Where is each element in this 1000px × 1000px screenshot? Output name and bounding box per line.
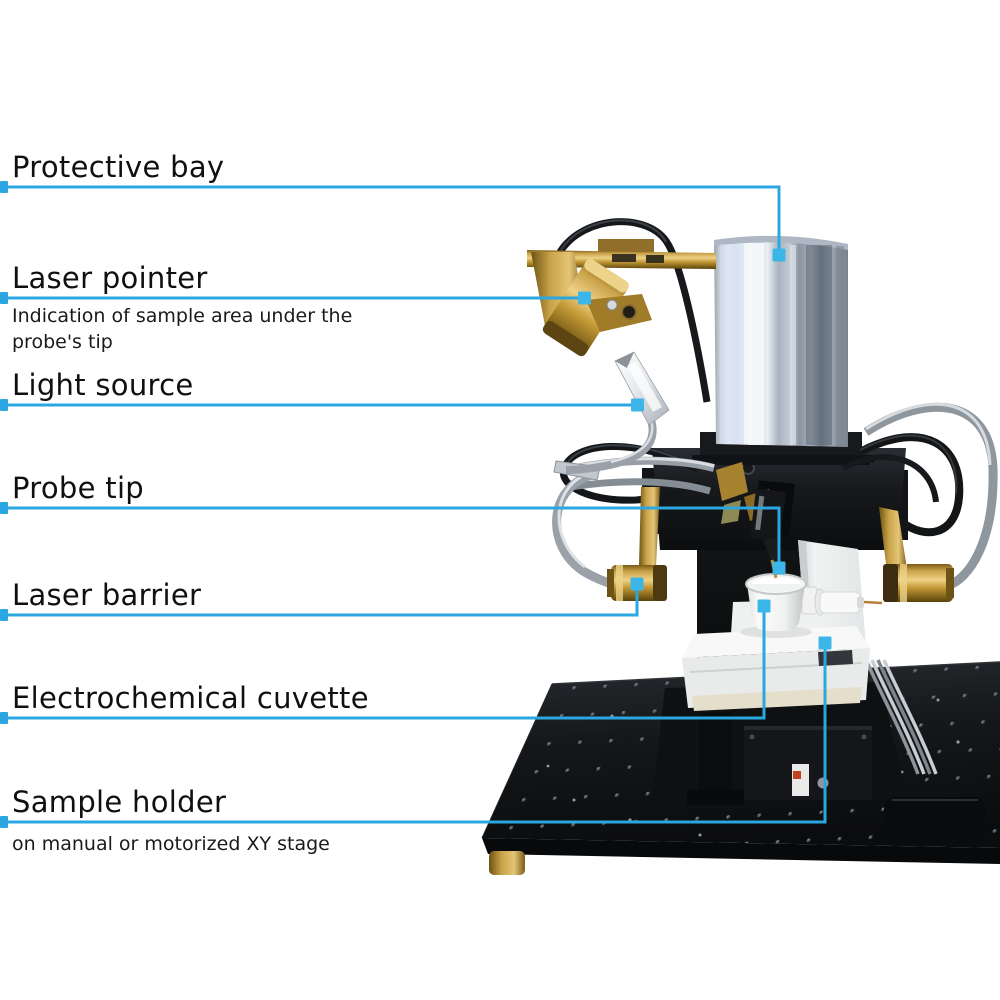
marker-electrochemical-cuvette [757,599,771,613]
marker-protective-bay [772,248,786,262]
label-title: Sample holder [12,785,227,819]
leader-probe-tip [4,506,781,562]
leader-protective-bay [4,185,781,249]
leader-cap [0,712,8,724]
label-laser-barrier: Laser barrier [12,578,201,612]
cables-right [841,402,998,591]
leader-cap [0,292,8,304]
label-light-source: Light source [12,368,194,402]
label-title: Electrochemical cuvette [12,681,369,715]
marker-probe-tip [772,561,786,575]
label-electrochemical-cuvette: Electrochemical cuvette [12,681,369,715]
label-title: Light source [12,368,194,402]
laser-pointer-barrel [542,258,629,357]
label-laser-pointer: Laser pointer [12,261,208,295]
leader-sample-holder [4,649,827,824]
probe-assembly [716,462,786,579]
label-sample-holder: Sample holder [12,785,226,819]
label-probe-tip: Probe tip [12,471,144,505]
marker-light-source [631,398,644,412]
label-title: Protective bay [12,150,225,184]
leader-electrochemical-cuvette [4,612,766,720]
label-laser-pointer-subtitle: Indication of sample area under the prob… [12,305,353,353]
leader-cap [0,502,8,514]
ribbon-cable [864,659,938,775]
base-post [699,712,732,796]
leader-cap [0,816,8,828]
stage-base [652,541,986,843]
label-title: Laser pointer [12,261,208,295]
label-sample-holder-subtitle: on manual or motorized XY stage [12,833,330,855]
label-protective-bay: Protective bay [12,150,224,184]
leader-cap [0,399,8,411]
label-title: Laser barrier [12,578,202,612]
marker-sample-holder [818,636,832,650]
leader-cap [0,181,8,193]
leader-cap [0,609,8,621]
laser-barrier-right [879,507,954,602]
electrode-needle [863,600,883,605]
laser-pointer-assembly [527,218,716,403]
electrochemical-cuvette-cup [745,573,883,631]
marker-laser-barrier [630,577,644,591]
cable-bundle-block [884,797,986,843]
label-title: Probe tip [12,471,145,505]
protective-bay-cylinder [714,235,848,447]
leader-laser-barrier [4,590,639,617]
table-foot [489,851,525,875]
light-source-lamp [565,351,670,474]
marker-laser-pointer [578,291,591,305]
